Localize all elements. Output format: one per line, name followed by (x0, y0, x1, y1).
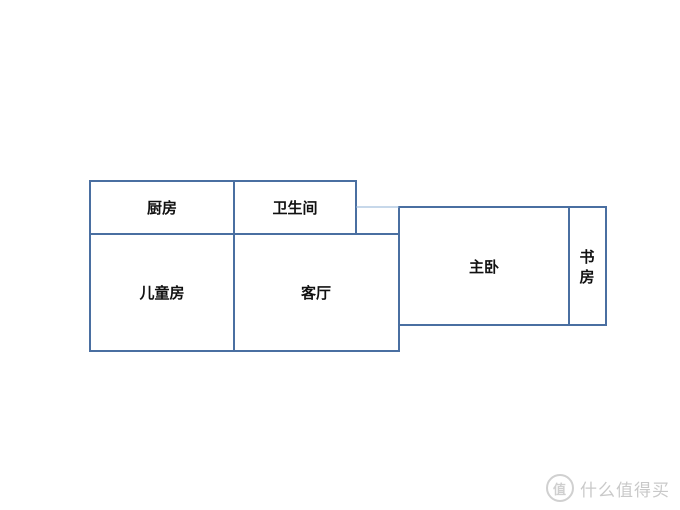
label-living-room: 客厅 (300, 284, 331, 302)
watermark-logo-icon: 值 (546, 474, 574, 502)
label-study-line1: 书 (579, 248, 594, 266)
label-kitchen: 厨房 (147, 199, 177, 217)
room-study (568, 206, 607, 326)
label-bathroom: 卫生间 (272, 199, 317, 217)
label-study-line2: 房 (579, 268, 594, 286)
watermark: 值 什么值得买 (546, 474, 670, 502)
label-master-bedroom: 主卧 (469, 258, 499, 276)
watermark-text: 什么值得买 (580, 480, 670, 501)
label-kids-room: 儿童房 (138, 284, 184, 302)
